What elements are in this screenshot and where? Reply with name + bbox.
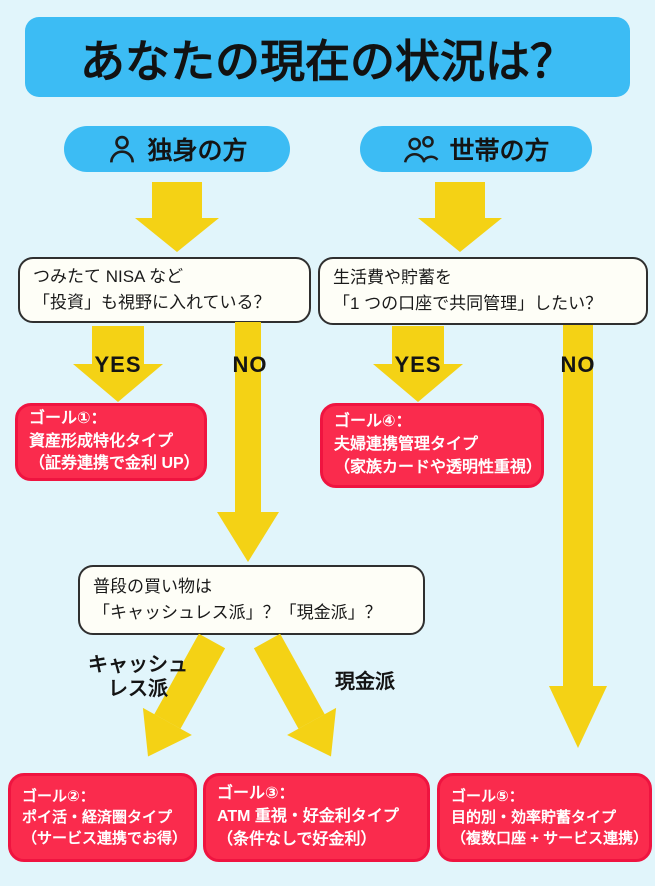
- goal-1-box: ゴール①： 資産形成特化タイプ （証券連携で金利 UP）: [15, 403, 207, 481]
- branch-single-label: 独身の方: [147, 137, 248, 165]
- question-invest-line1: つみたて NISA など: [33, 266, 184, 286]
- goal-2-box: ゴール②： ポイ活・経済圏タイプ （サービス連携でお得）: [8, 773, 197, 862]
- question-joint-line1: 生活費や貯蓄を: [333, 267, 452, 287]
- people-icon: [404, 135, 439, 163]
- goal-4-box: ゴール④： 夫婦連携管理タイプ （家族カードや透明性重視）: [320, 403, 544, 488]
- goal-2-line2: （サービス連携でお得）: [22, 830, 188, 848]
- goal-3-line2: （条件なしで好金利）: [217, 830, 377, 848]
- question-joint-line2: 「1 つの口座で共同管理」したい？: [333, 294, 603, 313]
- question-payment-line2: 「キャッシュレス派」？「現金派」？: [93, 603, 382, 622]
- arrow-q2-no-to-goal5: [549, 325, 607, 748]
- label-yes-right: YES: [394, 352, 442, 377]
- label-yes-left: YES: [94, 352, 142, 377]
- goal-4-line1: 夫婦連携管理タイプ: [334, 436, 479, 454]
- label-no-left: NO: [232, 352, 268, 377]
- goal-3-title: ゴール③：: [217, 785, 295, 803]
- question-joint-account: 生活費や貯蓄を 「1 つの口座で共同管理」したい？: [318, 257, 648, 325]
- goal-5-line2: （複数口座 + サービス連携）: [451, 830, 649, 848]
- arrow-q2-yes: [373, 326, 463, 402]
- goal-5-box: ゴール⑤： 目的別・効率貯蓄タイプ （複数口座 + サービス連携）: [437, 773, 652, 862]
- goal-4-line2: （家族カードや透明性重視）: [334, 458, 543, 476]
- arrow-single-to-q1: [135, 182, 219, 252]
- label-cashless-line1: キャッシュ: [88, 654, 188, 676]
- goal-4-title: ゴール④：: [334, 413, 412, 431]
- branch-single: 独身の方: [64, 126, 290, 172]
- label-cashless-line2: レス派: [108, 678, 168, 700]
- question-payment-style: 普段の買い物は 「キャッシュレス派」？「現金派」？: [78, 565, 425, 635]
- page-title-banner: あなたの現在の状況は？: [25, 17, 630, 97]
- goal-5-title: ゴール⑤：: [451, 787, 524, 805]
- goal-2-line1: ポイ活・経済圏タイプ: [22, 808, 173, 826]
- arrow-q1-yes: [73, 326, 163, 402]
- question-invest-line2: 「投資」も視野に入れている？: [33, 293, 271, 312]
- goal-1-line1: 資産形成特化タイプ: [29, 432, 174, 450]
- question-invest: つみたて NISA など 「投資」も視野に入れている？: [18, 257, 311, 323]
- label-cash: 現金派: [335, 671, 395, 693]
- goal-1-line2: （証券連携で金利 UP）: [29, 455, 200, 473]
- arrow-q1-no-to-q3: [217, 322, 279, 562]
- person-icon: [110, 135, 135, 163]
- label-no-right: NO: [560, 352, 596, 377]
- label-cashless: キャッシュ レス派: [83, 653, 193, 701]
- goal-2-title: ゴール②：: [22, 787, 95, 805]
- goal-5-line1: 目的別・効率貯蓄タイプ: [451, 808, 617, 826]
- page-title: あなたの現在の状況は？: [79, 35, 575, 87]
- branch-household-label: 世帯の方: [449, 137, 550, 165]
- goal-1-title: ゴール①：: [29, 409, 107, 427]
- arrow-q3-cash: [243, 627, 356, 771]
- branch-household: 世帯の方: [360, 126, 592, 172]
- goal-3-line1: ATM 重視・好金利タイプ: [217, 808, 399, 826]
- arrow-household-to-q2: [418, 182, 502, 252]
- question-payment-line1: 普段の買い物は: [93, 576, 212, 596]
- goal-3-box: ゴール③： ATM 重視・好金利タイプ （条件なしで好金利）: [203, 773, 430, 862]
